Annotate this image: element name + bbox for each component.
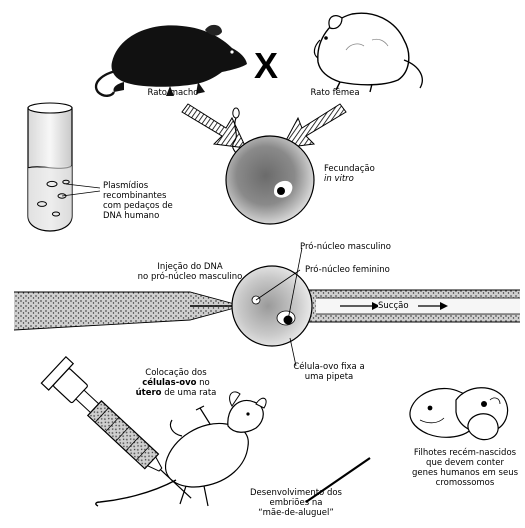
cross-symbol: X	[254, 45, 278, 86]
label-egg-fixed: Célula-ovo fixa a uma pipeta	[284, 362, 374, 382]
newborn-pups	[410, 388, 508, 440]
label-plasmids: Plasmídios recombinantes com pedaços de …	[103, 181, 193, 221]
label-fertilization: Fecundação	[324, 164, 404, 174]
label-placement-rest: de uma rata	[162, 388, 217, 398]
female-rat-illustration	[314, 13, 422, 92]
label-placement: Colocação doscélulas-ovo no útero de uma …	[126, 368, 226, 398]
label-in-vitro: in vitro	[324, 174, 404, 184]
label-female-rat: Rato fêmea	[300, 88, 370, 98]
test-tube	[28, 103, 100, 231]
label-male-rat: Rato macho	[138, 88, 208, 98]
male-rat-illustration	[96, 25, 247, 96]
label-placement-uterus: útero	[136, 388, 162, 398]
label-male-pronucleus: Pró-núcleo masculino	[300, 242, 420, 252]
fertilized-egg	[226, 136, 314, 224]
label-placement-prefix: Colocação dos	[145, 368, 206, 378]
label-dna-injection: Injeção do DNA no pró-núcleo masculino	[120, 262, 260, 282]
label-suction: Sucção	[378, 301, 418, 311]
label-placement-no: no	[196, 378, 209, 388]
label-development: Desenvolvimento dos embriões na “mãe-de-…	[236, 488, 356, 518]
label-female-pronucleus: Pró-núcleo feminino	[305, 265, 415, 275]
label-offspring: Filhotes recém-nascidos que devem conter…	[406, 448, 524, 488]
injection-needle	[14, 292, 262, 330]
label-placement-cells: células-ovo	[142, 378, 196, 388]
